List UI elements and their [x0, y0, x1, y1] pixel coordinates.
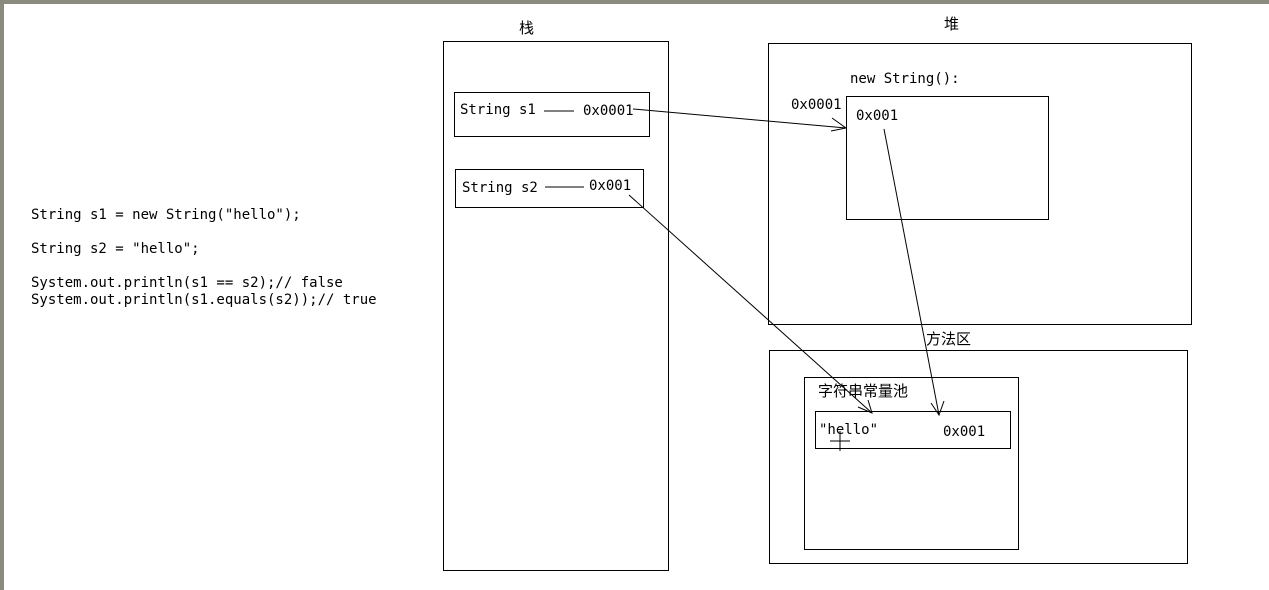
code-line-2: String s2 = "hello"; [31, 241, 200, 257]
method-area-region [769, 350, 1188, 564]
s1-to-heap-arrow [632, 108, 847, 129]
method-area-title: 方法区 [926, 330, 972, 348]
stack-title: 栈 [519, 19, 535, 37]
window-frame-top [0, 0, 1269, 4]
heap-title: 堆 [944, 15, 960, 33]
s1-to-heap-arrowhead [830, 117, 848, 132]
code-line-4: System.out.println(s1.equals(s2));// tru… [31, 292, 377, 308]
s1-value: 0x0001 [583, 103, 634, 119]
stack-frame-s1 [454, 92, 650, 137]
stack-frame-s2 [455, 169, 644, 208]
stack-region [443, 41, 669, 571]
s2-label: String s2 [462, 180, 538, 196]
s2-value: 0x001 [589, 178, 632, 194]
heap-region [768, 43, 1192, 325]
pool-entry-address: 0x001 [943, 424, 986, 440]
pool-entry-hello [815, 411, 1011, 449]
pool-entry-value: "hello" [819, 422, 879, 438]
heap-object-inner: 0x001 [856, 108, 899, 124]
heap-to-pool-arrowhead [930, 400, 945, 417]
window-frame-left [0, 0, 4, 590]
s2-to-pool-arrowhead [857, 399, 873, 414]
s1-label: String s1 [460, 102, 536, 118]
string-pool-title: 字符串常量池 [818, 382, 909, 400]
s2-to-pool-arrow [628, 194, 873, 414]
code-line-1: String s1 = new String("hello"); [31, 207, 301, 223]
heap-object-label: new String(): [850, 71, 960, 87]
code-line-3: System.out.println(s1 == s2);// false [31, 275, 343, 291]
heap-to-pool-arrow [883, 128, 940, 416]
heap-string-object [846, 96, 1049, 220]
string-constant-pool [804, 377, 1019, 550]
heap-object-address: 0x0001 [791, 97, 842, 113]
